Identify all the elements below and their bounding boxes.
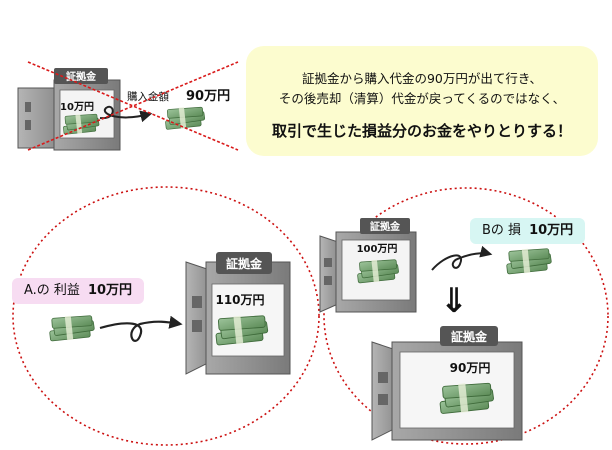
loss-tag: Bの 損 10万円 [470, 218, 586, 244]
profit-safe-amount: 110万円 [215, 293, 264, 307]
loss-before-safe-tag [360, 218, 410, 234]
note-line-2: その後売却（清算）代金が戻ってくるのではなく、 [278, 91, 566, 106]
down-double-arrow-icon: ⇓ [440, 281, 469, 321]
profit-safe-label: 証拠金 [226, 256, 263, 271]
profit-tag-label: A.の 利益 [24, 283, 80, 298]
loss-circle [323, 187, 609, 445]
top-flow-arrow [99, 105, 153, 123]
loss-outgoing-money-icon [506, 248, 553, 275]
profit-circle [12, 186, 320, 446]
loss-before-safe-amount: 100万円 [357, 243, 398, 255]
top-safe-amount: 10万円 [60, 101, 94, 113]
loss-example: 証拠金 100万円 ⇓ 証拠金 90万円 [319, 187, 609, 445]
loss-before-safe-label: 証拠金 [370, 220, 401, 233]
loss-after-money-icon [439, 382, 495, 415]
profit-incoming-money-icon [49, 315, 96, 342]
loss-after-safe-tag [440, 326, 498, 346]
cross-line-2 [27, 61, 239, 151]
top-safe-door [17, 87, 57, 149]
profit-tag: A.の 利益 10万円 [12, 278, 145, 304]
top-safe: 証拠金 10万円 [17, 68, 121, 151]
profit-tag-amount: 10万円 [87, 283, 133, 298]
profit-example: 証拠金 110万円 [12, 186, 320, 446]
loss-before-safe: 証拠金 100万円 [319, 218, 417, 313]
loss-tag-label: Bの 損 [482, 223, 522, 238]
cross-line-1 [27, 61, 239, 151]
profit-safe-tag [216, 252, 272, 274]
note-line-1: 証拠金から購入代金の90万円が出て行き、 [301, 71, 543, 86]
loss-after-safe-amount: 90万円 [450, 361, 491, 375]
explanation-note: 証拠金から購入代金の90万円が出て行き、 その後売却（清算）代金が戻ってくるので… [246, 46, 598, 156]
profit-flow-arrow [99, 315, 183, 342]
loss-flow-arrow [431, 245, 493, 271]
profit-safe: 証拠金 110万円 [185, 252, 291, 375]
top-outgoing-money-icon [164, 106, 206, 130]
profit-safe-money-icon [215, 314, 269, 346]
top-safe-money-icon [62, 113, 100, 135]
top-safe-tag [54, 68, 108, 84]
loss-after-safe: 証拠金 90万円 [371, 326, 523, 441]
note-emphasis: 取引で生じた損益分のお金をやりとりする！ [271, 122, 572, 140]
top-safe-label: 証拠金 [66, 70, 97, 83]
loss-tag-amount: 10万円 [529, 223, 574, 238]
top-example: 証拠金 10万円 購入金額 90万円 [17, 61, 239, 151]
top-purchase-amount: 90万円 [186, 89, 230, 104]
top-purchase-label: 購入金額 [127, 90, 169, 103]
loss-after-safe-label: 証拠金 [451, 329, 488, 344]
loss-before-money-icon [356, 259, 400, 284]
